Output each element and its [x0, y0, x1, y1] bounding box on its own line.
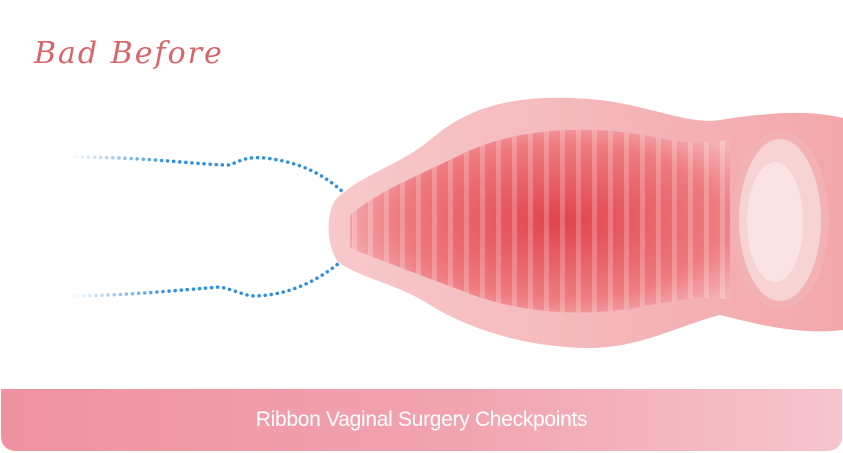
- checkpoints-banner: Ribbon Vaginal Surgery Checkpoints: [1, 389, 842, 451]
- banner-label: Ribbon Vaginal Surgery Checkpoints: [255, 408, 588, 431]
- canal-model: [328, 97, 843, 348]
- dotted-outline: [68, 155, 358, 298]
- anatomy-illustration: [68, 97, 843, 348]
- bad-before-heading: Bad Before: [34, 36, 224, 71]
